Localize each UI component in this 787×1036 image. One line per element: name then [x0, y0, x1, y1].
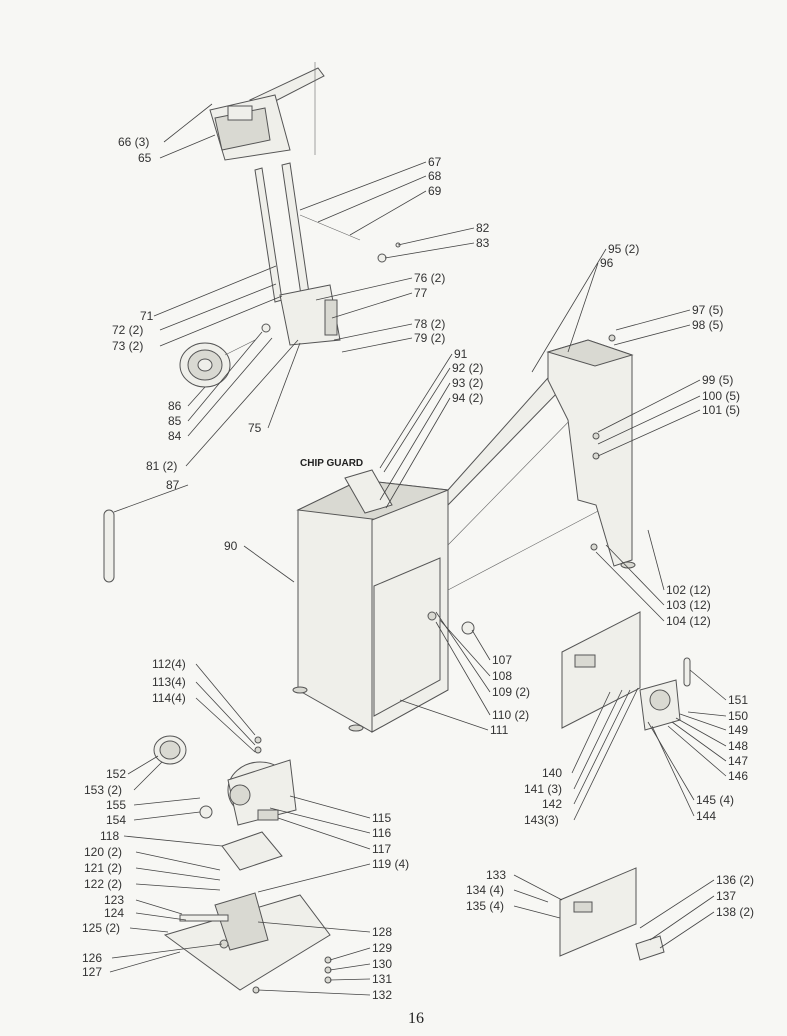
stand-assembly: [292, 334, 691, 733]
label-107: 107: [492, 653, 512, 667]
label-150: 150: [728, 709, 748, 723]
label-94: 94 (2): [452, 391, 483, 405]
label-129: 129: [372, 941, 392, 955]
label-69: 69: [428, 184, 442, 198]
label-77: 77: [414, 286, 428, 300]
label-149: 149: [728, 723, 748, 737]
label-71: 71: [140, 309, 154, 323]
label-134: 134 (4): [466, 883, 504, 897]
label-127: 127: [82, 965, 102, 979]
label-101: 101 (5): [702, 403, 740, 417]
label-130: 130: [372, 957, 392, 971]
label-145: 145 (4): [696, 793, 734, 807]
part-labels: 66 (3) 65 67 68 69 82 83 71 72 (2) 73 (2…: [82, 135, 754, 1002]
label-147: 147: [728, 754, 748, 768]
label-83: 83: [476, 236, 490, 250]
label-135: 135 (4): [466, 899, 504, 913]
label-95: 95 (2): [608, 242, 639, 256]
label-66: 66 (3): [118, 135, 149, 149]
label-154: 154: [106, 813, 126, 827]
label-122: 122 (2): [84, 877, 122, 891]
label-96: 96: [600, 256, 614, 270]
label-109: 109 (2): [492, 685, 530, 699]
label-152: 152: [106, 767, 126, 781]
label-73: 73 (2): [112, 339, 143, 353]
label-153: 153 (2): [84, 783, 122, 797]
label-103: 103 (12): [666, 598, 711, 612]
label-110: 110 (2): [492, 708, 529, 722]
label-72: 72 (2): [112, 323, 143, 337]
label-118: 118: [100, 829, 119, 843]
label-116: 116: [372, 826, 391, 840]
label-138: 138 (2): [716, 905, 754, 919]
label-86: 86: [168, 399, 182, 413]
page-number: 16: [408, 1010, 424, 1027]
label-148: 148: [728, 739, 748, 753]
label-115: 115: [372, 811, 391, 825]
label-133: 133: [486, 868, 506, 882]
label-136: 136 (2): [716, 873, 754, 887]
label-87: 87: [166, 478, 180, 492]
label-142: 142: [542, 797, 562, 811]
label-123: 123: [104, 893, 124, 907]
label-93: 93 (2): [452, 376, 483, 390]
label-113: 113(4): [152, 675, 186, 689]
label-155: 155: [106, 798, 126, 812]
label-128: 128: [372, 925, 392, 939]
label-108: 108: [492, 669, 512, 683]
label-82: 82: [476, 221, 490, 235]
label-76: 76 (2): [414, 271, 445, 285]
label-68: 68: [428, 169, 442, 183]
label-67: 67: [428, 155, 442, 169]
label-132: 132: [372, 988, 392, 1002]
label-114: 114(4): [152, 691, 186, 705]
label-104: 104 (12): [666, 614, 711, 628]
label-146: 146: [728, 769, 748, 783]
label-140: 140: [542, 766, 562, 780]
label-102: 102 (12): [666, 583, 711, 597]
label-65: 65: [138, 151, 152, 165]
label-144: 144: [696, 809, 716, 823]
label-75: 75: [248, 421, 262, 435]
label-141: 141 (3): [524, 782, 562, 796]
label-125: 125 (2): [82, 921, 120, 935]
label-137: 137: [716, 889, 736, 903]
label-111: 111: [490, 723, 509, 737]
label-79: 79 (2): [414, 331, 445, 345]
label-120: 120 (2): [84, 845, 122, 859]
label-124: 124: [104, 906, 124, 920]
label-98: 98 (5): [692, 318, 723, 332]
label-78: 78 (2): [414, 317, 445, 331]
label-117: 117: [372, 842, 391, 856]
label-112: 112(4): [152, 657, 186, 671]
label-151: 151: [728, 693, 748, 707]
label-91: 91: [454, 347, 468, 361]
label-97: 97 (5): [692, 303, 723, 317]
label-92: 92 (2): [452, 361, 483, 375]
label-99: 99 (5): [702, 373, 733, 387]
label-126: 126: [82, 951, 102, 965]
label-90: 90: [224, 539, 238, 553]
label-100: 100 (5): [702, 389, 740, 403]
label-131: 131: [372, 972, 392, 986]
leader-lines: [109, 103, 727, 996]
label-85: 85: [168, 414, 182, 428]
label-121: 121 (2): [84, 861, 122, 875]
label-143: 143(3): [524, 813, 559, 827]
headstock-assembly: [103, 62, 401, 583]
label-119: 119 (4): [372, 857, 409, 871]
label-81: 81 (2): [146, 459, 177, 473]
chip-guard-label: CHIP GUARD: [300, 458, 363, 469]
label-84: 84: [168, 429, 182, 443]
